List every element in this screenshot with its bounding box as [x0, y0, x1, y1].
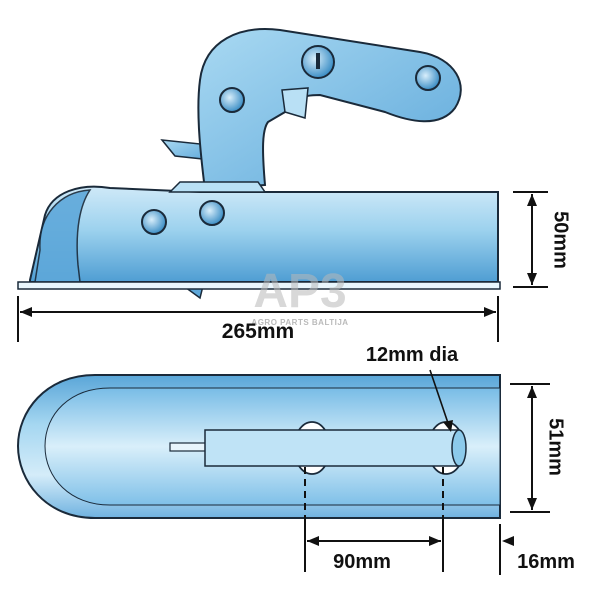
dim-16-arrow	[502, 536, 514, 546]
lever-tab	[281, 87, 309, 119]
key-slot	[316, 53, 320, 69]
shaft-stub	[169, 442, 207, 452]
label-body-height: 50mm	[550, 211, 572, 269]
coupling-housing	[29, 185, 499, 283]
watermark-logo: AP3	[253, 265, 346, 318]
hole-leader	[429, 369, 450, 427]
dim-90-arrow-right	[429, 536, 441, 546]
side-view	[17, 28, 501, 300]
watermark: AP3 AGRO PARTS BALTIJA	[251, 265, 348, 327]
label-length: 265mm	[222, 320, 294, 343]
lever-end-bolt	[415, 65, 441, 91]
label-hole-diameter: 12mm dia	[366, 344, 459, 366]
dim-50-arrow-top	[527, 194, 537, 206]
housing-bolt-front	[141, 209, 167, 235]
dim-90-arrow-left	[307, 536, 319, 546]
top-view	[16, 374, 501, 519]
housing-bolt-rear	[199, 200, 225, 226]
label-body-width: 51mm	[545, 418, 567, 476]
dimension-lines	[17, 191, 550, 575]
dim-50-arrow-bottom	[527, 273, 537, 285]
shaft-end	[451, 429, 467, 467]
dim-265-arrow-left	[20, 307, 32, 317]
hole-leader-arrow	[443, 420, 453, 432]
label-end-offset: 16mm	[517, 551, 575, 573]
lever-pivot-bolt	[219, 87, 245, 113]
top-flange	[168, 181, 267, 193]
dim-51-arrow-top	[527, 386, 537, 398]
locking-lever	[197, 28, 462, 192]
ball-socket-nose	[34, 189, 92, 283]
base-plate	[17, 281, 501, 290]
watermark-caption: AGRO PARTS BALTIJA	[251, 318, 348, 327]
dim-51-arrow-bottom	[527, 498, 537, 510]
shaft	[204, 429, 460, 467]
dimension-arrows	[20, 194, 537, 546]
dim-265-arrow-right	[484, 307, 496, 317]
label-hole-spacing: 90mm	[333, 551, 391, 573]
